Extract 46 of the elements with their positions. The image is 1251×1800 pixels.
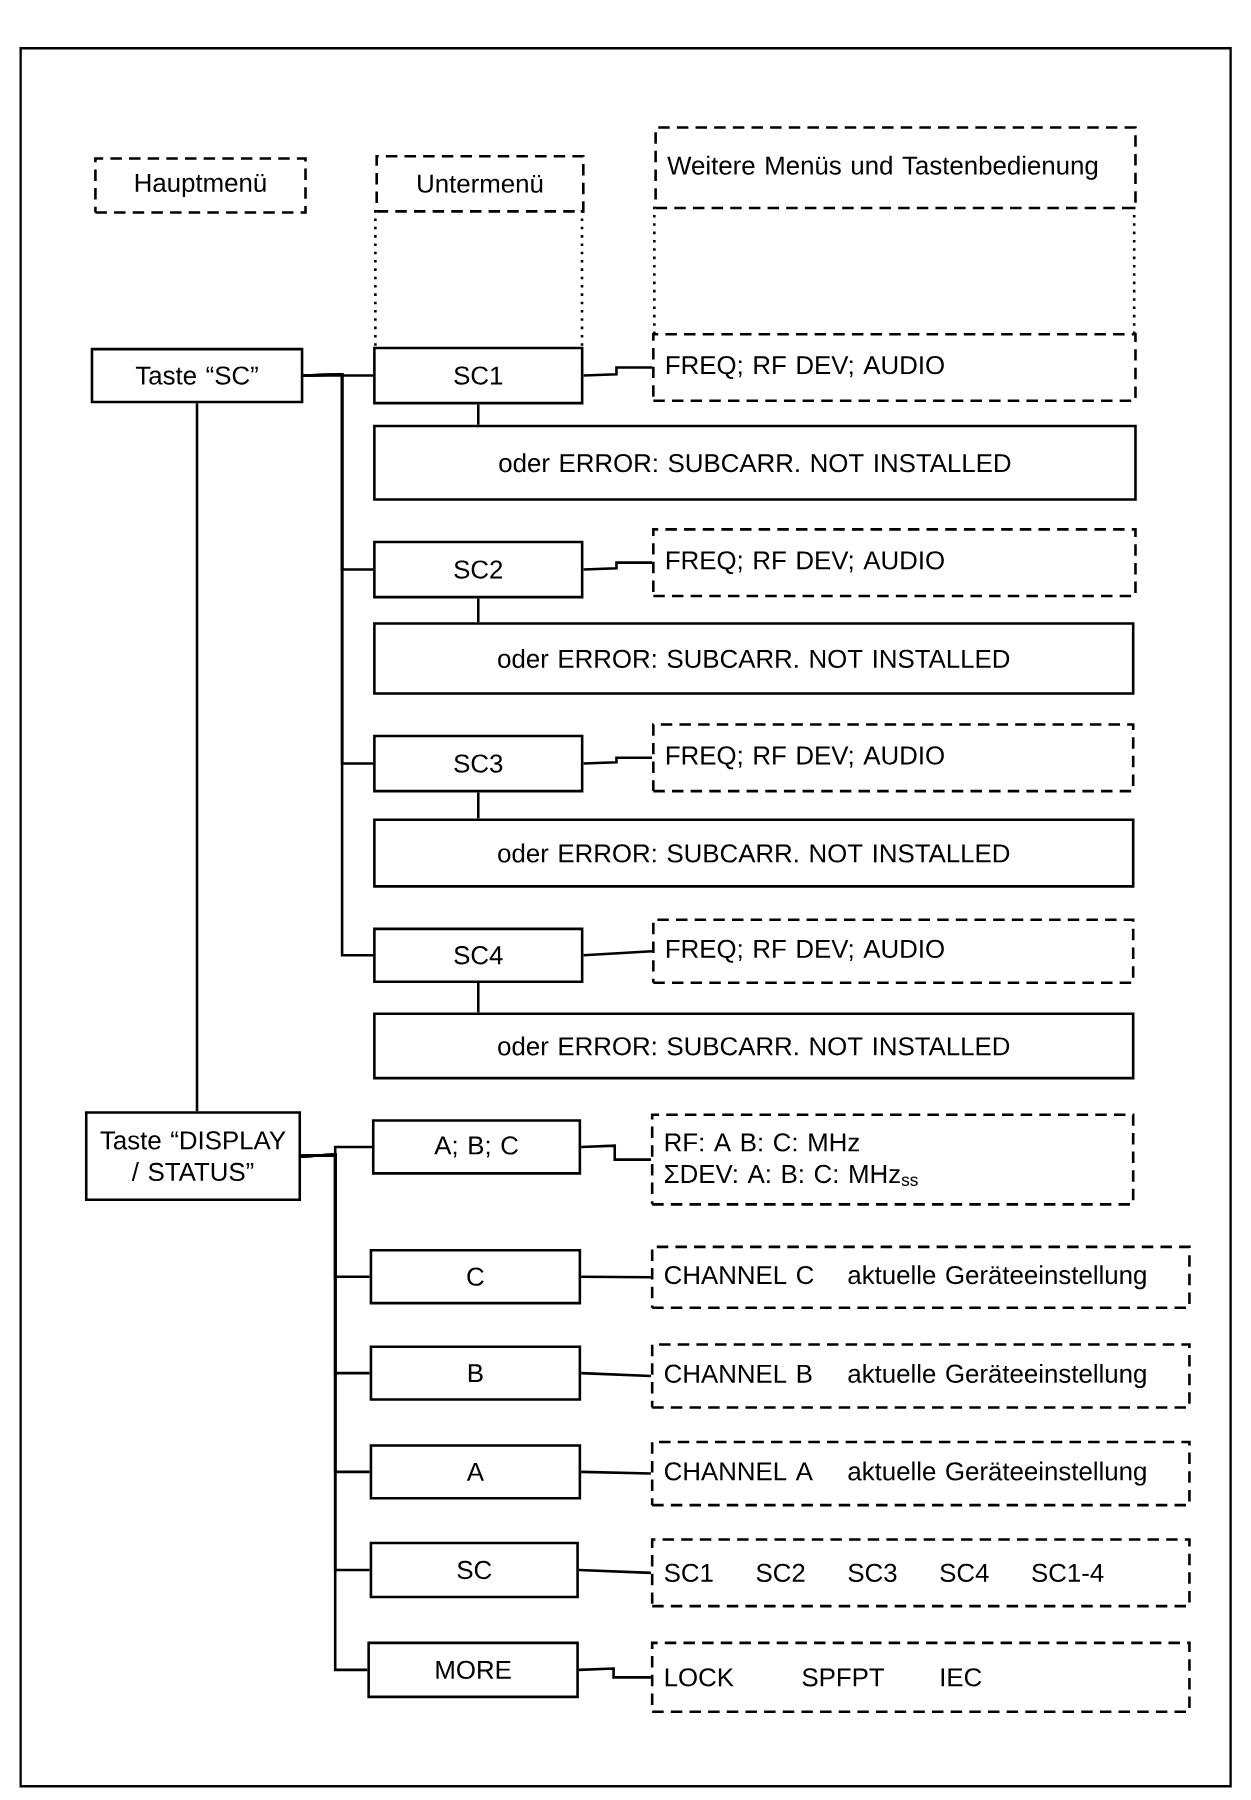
display-box: RF: A B: C: MHz ΣDEV: A: B: C: MHz$_{ss}$ [650, 1113, 1135, 1206]
display-box: CHANNEL B aktuelle Geräteeinstellung [650, 1343, 1191, 1409]
display-box: FREQ; RF DEV; AUDIO [651, 528, 1137, 598]
connector-line [583, 949, 652, 957]
connector-line [581, 1470, 651, 1475]
connector-line [583, 561, 652, 571]
connector-line [583, 366, 652, 377]
connector-line [476, 404, 480, 425]
error-message-box: oder ERROR: SUBCARR. NOT INSTALLED [372, 818, 1135, 888]
connector-line [580, 1371, 651, 1378]
display-box: LOCK SPFPT IEC [650, 1641, 1191, 1714]
menu-box: C [369, 1249, 582, 1305]
display-box: CHANNEL C aktuelle Geräteeinstellung [650, 1245, 1191, 1309]
connector-line [578, 1568, 651, 1575]
menu-box: A [369, 1444, 582, 1500]
connector-line [195, 403, 199, 1112]
display-box: CHANNEL A aktuelle Geräteeinstellung [650, 1440, 1191, 1507]
menu-box: B [369, 1345, 582, 1401]
error-message-box: oder ERROR: SUBCARR. NOT INSTALLED [372, 1012, 1135, 1080]
key-box: Taste “SC” [90, 347, 304, 404]
connector-line [476, 982, 480, 1013]
menu-box: SC4 [372, 927, 584, 983]
connector-line [300, 1153, 368, 1672]
menu-box: SC3 [372, 734, 584, 793]
menu-box: MORE [367, 1641, 579, 1699]
key-box: Taste “DISPLAY / STATUS” [84, 1111, 301, 1202]
display-box: FREQ; RF DEV; AUDIO [651, 918, 1135, 985]
connector-line [578, 1667, 651, 1679]
connector-line [581, 1275, 651, 1279]
menu-box: SC [369, 1541, 579, 1599]
display-box: FREQ; RF DEV; AUDIO [651, 332, 1137, 403]
menu-box: SC1 [372, 346, 584, 405]
error-message-box: oder ERROR: SUBCARR. NOT INSTALLED [372, 622, 1135, 695]
connector-line [476, 792, 480, 819]
error-message-box: oder ERROR: SUBCARR. NOT INSTALLED [372, 424, 1137, 501]
connector-line [580, 1144, 651, 1161]
menu-box: SC2 [372, 540, 584, 599]
column-header-box: Weitere Menüs und Tastenbedienung [654, 126, 1137, 210]
column-header-box: Untermenü [375, 155, 585, 213]
connector-line [476, 598, 480, 623]
menu-box: A; B; C [371, 1119, 582, 1175]
connector-line [583, 756, 652, 765]
connector-line [303, 372, 373, 957]
column-header-box: Hauptmenü [94, 157, 307, 214]
display-box: SC1 SC2 SC3 SC4 SC1-4 [650, 1538, 1191, 1608]
display-box: FREQ; RF DEV; AUDIO [651, 723, 1135, 793]
